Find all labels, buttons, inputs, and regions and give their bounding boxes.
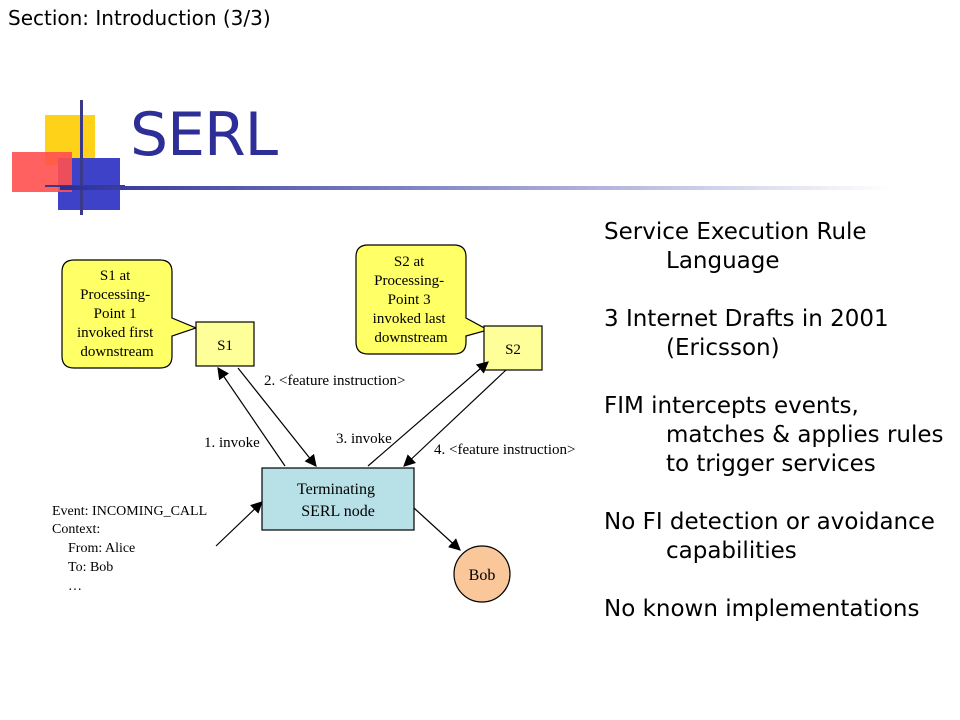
event-context: Event: INCOMING_CALL Context: From: Alic… bbox=[52, 504, 210, 594]
bullet-item: Service Execution Rule Language bbox=[604, 219, 867, 274]
node-terminating-line: SERL node bbox=[301, 503, 375, 520]
bullet-list: Service Execution Rule Language 3 Intern… bbox=[604, 218, 944, 653]
callout-s2-line: Point 3 bbox=[388, 292, 431, 308]
node-bob: Bob bbox=[453, 545, 511, 603]
slide-title: SERL bbox=[130, 100, 278, 170]
event-line: From: Alice bbox=[68, 541, 135, 556]
node-s1-label: S1 bbox=[217, 338, 233, 354]
svg-text:S1 at Processing-: S1 at Processing- Point 1 invoked first … bbox=[77, 268, 157, 360]
event-line: To: Bob bbox=[68, 560, 113, 575]
arrow-event-in bbox=[215, 501, 263, 547]
callout-s2-line: Processing- bbox=[374, 273, 444, 289]
title-underline bbox=[60, 186, 890, 190]
callout-s1-line: Processing- bbox=[80, 287, 150, 303]
callout-s2-line: downstream bbox=[374, 330, 448, 346]
callout-s2-line: S2 at bbox=[394, 254, 425, 270]
callout-s2-line: invoked last bbox=[373, 311, 447, 327]
svg-text:Terminating SERL node: Terminating SERL node bbox=[297, 481, 379, 520]
arrow-to-bob bbox=[413, 507, 461, 551]
svg-text:S2 at Processing-: S2 at Processing- Point 3 invoked last d… bbox=[373, 254, 450, 346]
callout-s2: S2 at Processing- Point 3 invoked last d… bbox=[355, 244, 490, 355]
arrow-step3 bbox=[367, 361, 489, 467]
node-s2-label: S2 bbox=[505, 342, 521, 358]
callout-s1-line: Point 1 bbox=[94, 306, 137, 322]
serl-diagram: S1 at Processing- Point 1 invoked first … bbox=[52, 244, 575, 603]
label-step3: 3. invoke bbox=[336, 431, 392, 447]
section-label: Section: Introduction (3/3) bbox=[8, 6, 271, 30]
callout-s1-line: invoked first bbox=[77, 325, 154, 341]
bullet-item: No known implementations bbox=[604, 596, 920, 622]
arrow-step4 bbox=[403, 369, 507, 467]
callout-s1-line: S1 at bbox=[100, 268, 131, 284]
callout-s1: S1 at Processing- Point 1 invoked first … bbox=[61, 259, 198, 369]
callout-s1-line: downstream bbox=[80, 344, 154, 360]
bullet-item: FIM intercepts events, matches & applies… bbox=[604, 393, 944, 477]
node-terminating: Terminating SERL node bbox=[261, 467, 415, 531]
event-line: … bbox=[68, 579, 82, 594]
node-s2: S2 bbox=[483, 325, 543, 371]
event-line: Context: bbox=[52, 522, 100, 537]
node-s1: S1 bbox=[195, 321, 255, 367]
node-bob-label: Bob bbox=[469, 567, 496, 584]
node-terminating-line: Terminating bbox=[297, 481, 375, 498]
bullet-item: No FI detection or avoidance capabilitie… bbox=[604, 509, 935, 564]
event-line: Event: INCOMING_CALL bbox=[52, 504, 207, 519]
label-step4: 4. <feature instruction> bbox=[434, 442, 575, 458]
arrow-step2 bbox=[237, 367, 317, 467]
label-step2: 2. <feature instruction> bbox=[264, 373, 405, 389]
arrow-step1 bbox=[217, 367, 286, 467]
label-step1: 1. invoke bbox=[204, 435, 260, 451]
slide-logo-decoration bbox=[12, 100, 125, 215]
bullet-item: 3 Internet Drafts in 2001 (Ericsson) bbox=[604, 306, 889, 361]
